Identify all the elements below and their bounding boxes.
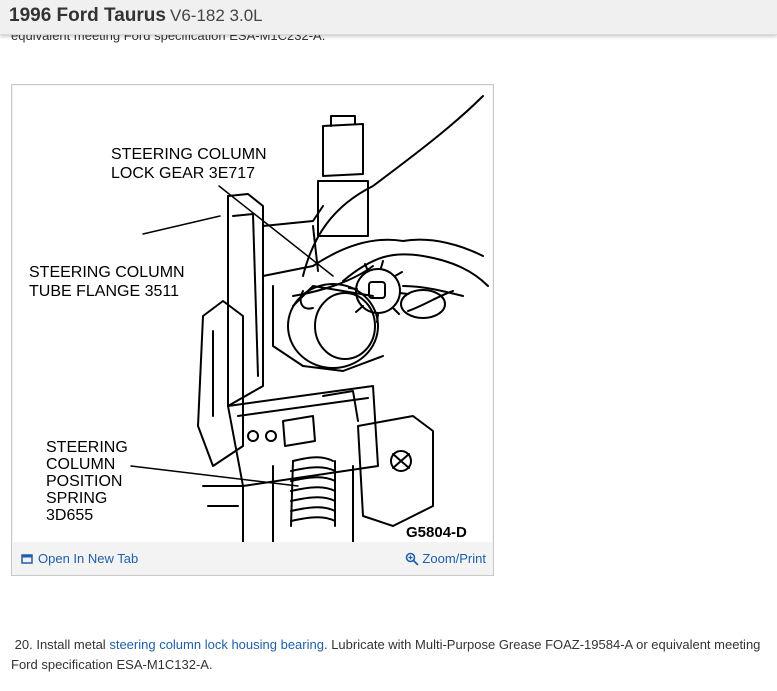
step-text-before: Install metal [36,637,106,652]
figure-code: G5804-D [406,524,467,541]
label-spring-line2: COLUMN [46,456,115,473]
label-spring-line1: STEERING [46,439,128,456]
open-in-new-tab-link[interactable]: Open In New Tab [21,551,138,566]
vehicle-engine: V6-182 3.0L [169,6,263,25]
step-20-paragraph: 20. Install metal steering column lock h… [11,635,773,675]
lock-housing-bearing-link[interactable]: steering column lock housing bearing [109,637,324,652]
label-lock-gear-line2: LOCK GEAR 3E717 [111,165,255,182]
step-text-after: . Lubricate with Multi-Purpose Grease FO… [11,637,761,672]
figure-container: STEERING COLUMN LOCK GEAR 3E717 STEERING… [11,84,494,576]
label-spring-line4: SPRING [46,490,107,507]
zoom-print-label: Zoom/Print [422,551,486,566]
label-spring-line3: POSITION [46,473,122,490]
steering-column-drawing: STEERING COLUMN LOCK GEAR 3E717 STEERING… [29,95,489,543]
label-lock-gear-line1: STEERING COLUMN [111,146,267,163]
vehicle-model: 1996 Ford Taurus [9,5,166,26]
open-in-new-tab-label: Open In New Tab [38,551,139,566]
figure-footer: Open In New Tab Zoom/Print [12,548,493,572]
label-flange-line2: TUBE FLANGE 3511 [29,283,179,300]
zoom-print-link[interactable]: Zoom/Print [405,551,486,566]
steering-column-illustration: STEERING COLUMN LOCK GEAR 3E717 STEERING… [13,86,492,543]
magnifier-icon [406,552,420,566]
new-tab-icon [21,553,33,564]
label-spring-line5: 3D655 [46,507,93,524]
step-number: 20. [14,637,33,652]
label-flange-line1: STEERING COLUMN [29,264,185,281]
